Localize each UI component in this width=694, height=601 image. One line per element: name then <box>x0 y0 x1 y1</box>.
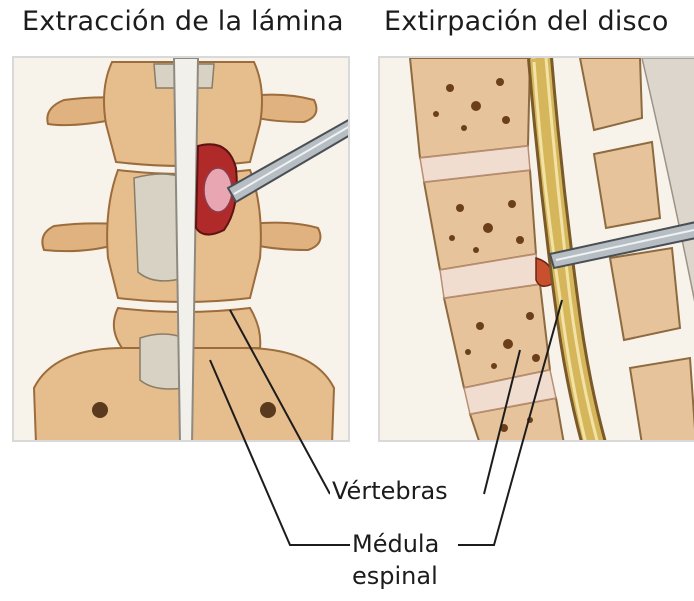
label-spinal-cord-line1: Médula <box>350 530 441 558</box>
leader-cord-left <box>210 360 350 545</box>
leader-vertebrae-left <box>230 310 330 494</box>
label-vertebrae: Vértebras <box>330 477 450 505</box>
label-spinal-cord-line2: espinal <box>350 562 440 590</box>
leader-cord-right <box>458 300 562 545</box>
